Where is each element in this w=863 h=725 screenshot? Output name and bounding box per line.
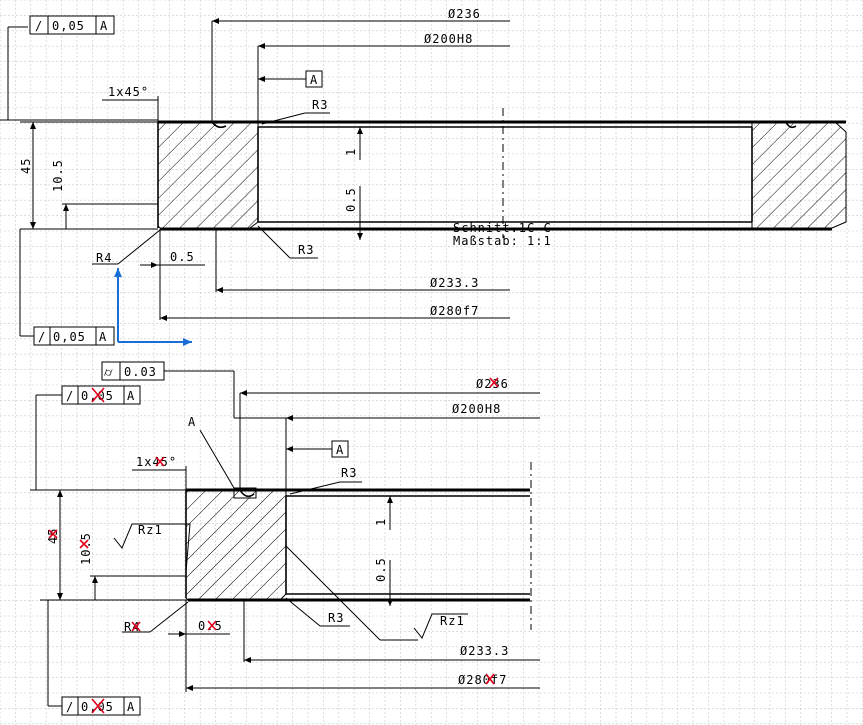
lower-fcf-bottom-red-mark — [91, 698, 105, 714]
upper-fcf-bottom-symbol: / — [38, 330, 46, 344]
upper-groove — [211, 121, 227, 129]
lower-rz-left-label: Rz1 — [138, 523, 163, 537]
lower-dim-200: Ø200H8 — [452, 402, 501, 416]
lower-datum-label: A — [336, 443, 344, 457]
lower-hatched-body — [186, 490, 286, 600]
upper-fcf-top-value: 0,05 — [52, 19, 85, 33]
lower-dim-280: Ø280f7 — [458, 673, 507, 687]
upper-dim-200: Ø200H8 — [424, 32, 473, 46]
lower-dim-1: 1 — [374, 518, 388, 526]
upper-dim-280: Ø280f7 — [430, 304, 479, 318]
lower-r4-label: R4 — [124, 620, 140, 634]
lower-fcf-top-red-mark — [91, 387, 105, 403]
lower-chamfer-red-mark — [155, 456, 165, 467]
upper-dim-0-5-horiz: 0.5 — [170, 250, 195, 264]
upper-fcf-top-symbol: / — [35, 19, 43, 33]
upper-fcf-top-datum: A — [100, 19, 108, 33]
upper-groove-right — [785, 121, 797, 129]
lower-rz-right-symbol — [413, 613, 468, 639]
lower-a-leader — [199, 429, 235, 489]
upper-dim-1: 1 — [344, 148, 358, 156]
lower-fcf-top-datum: A — [127, 389, 135, 403]
upper-r3-bottom-label: R3 — [298, 243, 314, 257]
lower-groove-box — [233, 487, 257, 499]
lower-dim-45-red-mark — [48, 529, 58, 539]
lower-dim-280-red-mark — [485, 673, 495, 685]
upper-section-title: Schnitt.1C-C — [453, 221, 552, 235]
upper-r3-top-leader — [261, 112, 306, 125]
lower-dim-10-5: 10.5 — [79, 532, 93, 565]
upper-fcf-bottom: / 0,05 A — [33, 326, 115, 346]
upper-fcf-top: / 0,05 A — [29, 15, 115, 35]
lower-fcf-top-symbol: / — [66, 389, 74, 403]
lower-flatness-value: 0.03 — [124, 365, 157, 379]
lower-groove — [239, 489, 255, 498]
lower-dim-45: 45 — [46, 528, 60, 544]
upper-dim-10-5: 10.5 — [51, 159, 65, 192]
lower-fcf-bottom: / 0,05 A — [61, 696, 141, 716]
lower-r3-top-leader — [289, 481, 341, 495]
lower-dim-236-red-mark — [489, 377, 499, 388]
upper-datum-box — [305, 70, 323, 88]
lower-fcf-top: / 0,05 A — [61, 385, 141, 405]
upper-fcf-bottom-value: 0,05 — [53, 330, 86, 344]
lower-datum-box — [331, 440, 349, 458]
lower-dim-233: Ø233.3 — [460, 644, 509, 658]
upper-r4-label: R4 — [96, 251, 112, 265]
upper-hatched-body-right — [752, 122, 846, 228]
lower-dim-0-5-horiz: 0.5 — [198, 619, 223, 633]
upper-r4-leader — [117, 229, 161, 265]
upper-fcf-bottom-datum: A — [99, 330, 107, 344]
lower-dim-10-5-red-mark — [79, 539, 89, 549]
upper-r3-top-label: R3 — [312, 98, 328, 112]
upper-dim-233: Ø233.3 — [430, 276, 479, 290]
lower-rz-left-symbol — [113, 523, 191, 573]
lower-rz-right-label: Rz1 — [440, 614, 465, 628]
lower-flatness-symbol: ⌭ — [104, 365, 114, 379]
upper-hatched-body-left — [158, 122, 258, 228]
lower-rz-right-leader — [285, 545, 381, 641]
upper-datum-label: A — [310, 73, 318, 87]
lower-dim-0-5-vert: 0.5 — [374, 557, 388, 582]
upper-chamfer-label: 1x45° — [108, 85, 149, 99]
lower-fcf-bottom-datum: A — [127, 700, 135, 714]
upper-section-view: / 0,05 A / 0,05 A A Ø236 Ø200H8 1x45° R3… — [0, 7, 847, 346]
upper-dim-45: 45 — [19, 158, 33, 174]
lower-chamfer-label: 1x45° — [136, 455, 177, 469]
upper-section-scale: Maßstab: 1:1 — [453, 234, 552, 248]
lower-r4-leader — [149, 601, 189, 633]
lower-r4-red-mark — [131, 621, 141, 632]
upper-dim-236: Ø236 — [448, 7, 481, 21]
lower-flatness-fcf: ⌭ 0.03 — [101, 361, 165, 381]
lower-a-label: A — [188, 415, 196, 429]
upper-dim-0-5-vert: 0.5 — [344, 187, 358, 212]
lower-r3-top-label: R3 — [341, 466, 357, 480]
lower-r3-bottom-label: R3 — [328, 611, 344, 625]
lower-r3-bottom-leader — [285, 597, 321, 627]
lower-section-view: ⌭ 0.03 / 0,05 A A A 1x45° — [30, 361, 540, 716]
lower-fcf-bottom-symbol: / — [66, 700, 74, 714]
upper-r3-bottom-leader — [257, 225, 291, 259]
lower-dim-0-5-red-mark — [207, 620, 217, 631]
